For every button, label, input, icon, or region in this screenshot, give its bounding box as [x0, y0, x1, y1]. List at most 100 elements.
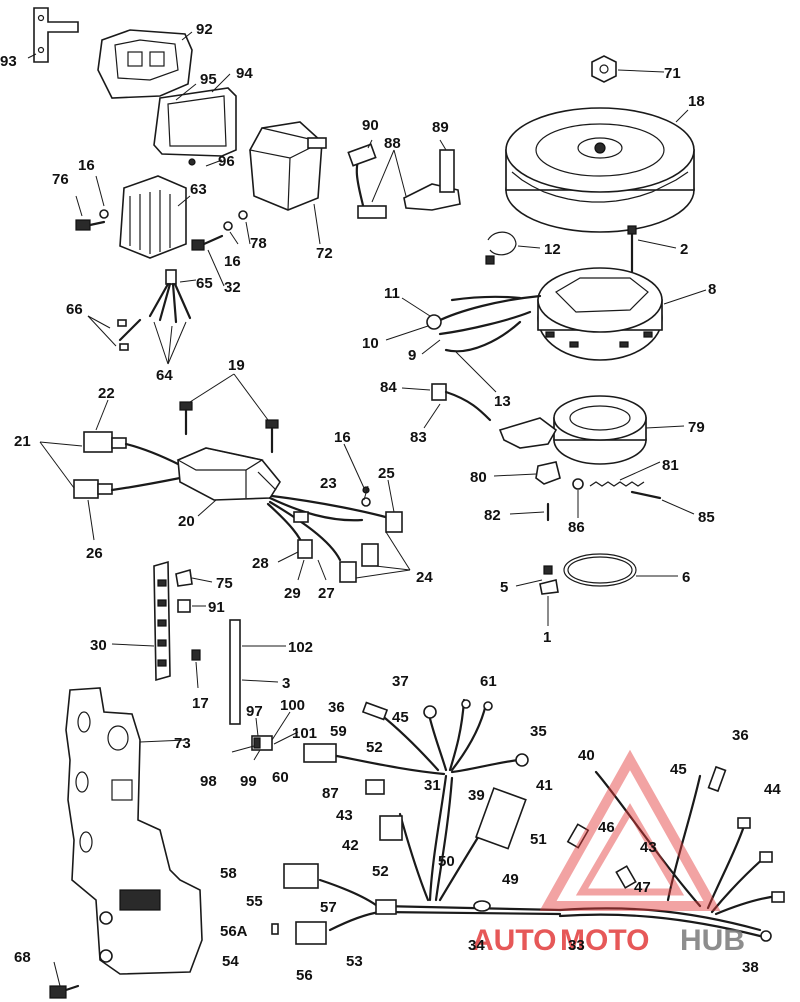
leader-lines — [27, 31, 707, 987]
callout-84: 84 — [380, 379, 397, 396]
rectifier-63 — [119, 175, 187, 259]
callout-54: 54 — [222, 953, 239, 970]
callout-12: 12 — [544, 241, 561, 258]
callout-42: 42 — [342, 837, 359, 854]
watermark-logo: AUTO MOTO HUB — [472, 749, 745, 957]
callout-86: 86 — [568, 519, 585, 536]
spark-plug-lead-89 — [403, 149, 461, 211]
callout-94: 94 — [236, 65, 253, 82]
retainer-ring-6 — [563, 553, 637, 587]
callout-92: 92 — [196, 21, 213, 38]
callout-37: 37 — [392, 673, 409, 690]
callout-51: 51 — [530, 831, 547, 848]
clamp-12 — [485, 231, 517, 265]
callout-78: 78 — [250, 235, 267, 252]
screws-top-left — [75, 158, 248, 251]
callout-1: 1 — [543, 629, 551, 646]
callout-41: 41 — [536, 777, 553, 794]
callout-11: 11 — [384, 285, 400, 302]
harness-terminals — [271, 699, 785, 945]
callout-13: 13 — [494, 393, 511, 410]
callout-71: 71 — [664, 65, 681, 82]
callout-39: 39 — [468, 787, 485, 804]
parts-80-86-81-85-82 — [535, 461, 662, 522]
callout-61: 61 — [480, 673, 497, 690]
callout-28: 28 — [252, 555, 269, 572]
mounting-block-92 — [97, 29, 193, 99]
callout-81: 81 — [662, 457, 679, 474]
callout-50: 50 — [438, 853, 455, 870]
spark-plug-lead-90 — [347, 143, 387, 219]
harness-24-25-27-28-29 — [266, 486, 403, 583]
callout-60: 60 — [272, 769, 289, 786]
cover-plate-94 — [153, 87, 237, 157]
callout-24: 24 — [416, 569, 433, 586]
stator-leads-9-11-13 — [426, 294, 542, 353]
callout-56a: 56A — [220, 923, 248, 940]
callout-43b: 43 — [640, 839, 657, 856]
nut-71 — [591, 55, 617, 83]
callout-9: 9 — [408, 347, 416, 364]
callout-88: 88 — [384, 135, 401, 152]
callout-25: 25 — [378, 465, 395, 482]
callout-98: 98 — [200, 773, 217, 790]
watermark-text-moto: MOTO — [560, 924, 649, 957]
callout-8: 8 — [708, 281, 716, 298]
callout-58: 58 — [220, 865, 237, 882]
terminal-block-30 — [153, 560, 171, 682]
callout-80: 80 — [470, 469, 487, 486]
callout-16a: 16 — [78, 157, 95, 174]
callout-16b: 16 — [224, 253, 241, 270]
watermark-triangle-outer — [539, 749, 721, 911]
screw-clip-5 — [539, 565, 559, 595]
callout-82: 82 — [484, 507, 501, 524]
callout-5: 5 — [500, 579, 508, 596]
flywheel-18 — [505, 107, 695, 233]
callout-32: 32 — [224, 279, 241, 296]
callout-6: 6 — [682, 569, 690, 586]
callout-38: 38 — [742, 959, 759, 976]
callout-65: 65 — [196, 275, 213, 292]
callout-labels: 93 92 94 95 96 16 76 63 78 16 72 32 65 6… — [0, 21, 781, 984]
callout-36b: 36 — [732, 727, 749, 744]
callout-45b: 45 — [670, 761, 687, 778]
callout-57: 57 — [320, 899, 337, 916]
callout-100: 100 — [280, 697, 305, 714]
callout-64: 64 — [156, 367, 173, 384]
callout-83: 83 — [410, 429, 427, 446]
callout-10: 10 — [362, 335, 379, 352]
sensor-84-83 — [431, 383, 492, 422]
watermark-text-auto: AUTO — [472, 924, 556, 957]
callout-53: 53 — [346, 953, 363, 970]
callout-79: 79 — [688, 419, 705, 436]
mounting-plate-73 — [65, 687, 203, 975]
callout-43a: 43 — [336, 807, 353, 824]
callout-19: 19 — [228, 357, 245, 374]
callout-27: 27 — [318, 585, 335, 602]
callout-40: 40 — [578, 747, 595, 764]
ignition-coil-72 — [249, 121, 327, 211]
callout-35: 35 — [530, 723, 547, 740]
callout-18: 18 — [688, 93, 705, 110]
callout-34: 34 — [468, 937, 485, 954]
timer-base-79 — [498, 395, 647, 465]
callout-23: 23 — [320, 475, 337, 492]
callout-59: 59 — [330, 723, 347, 740]
callout-73: 73 — [174, 735, 191, 752]
callout-26: 26 — [86, 545, 103, 562]
watermark-triangle-inner — [575, 803, 685, 896]
callout-47: 47 — [634, 879, 651, 896]
callout-45a: 45 — [392, 709, 409, 726]
connectors-21-22-26 — [73, 431, 182, 499]
callout-31: 31 — [424, 777, 441, 794]
callout-20: 20 — [178, 513, 195, 530]
callout-96: 96 — [218, 153, 235, 170]
bolts-19 — [179, 401, 279, 454]
bolt-68 — [49, 984, 80, 999]
callout-52a: 52 — [366, 739, 383, 756]
wire-set-65-64-66 — [117, 269, 192, 351]
callout-91: 91 — [208, 599, 225, 616]
callout-44: 44 — [764, 781, 781, 798]
callout-89: 89 — [432, 119, 449, 136]
